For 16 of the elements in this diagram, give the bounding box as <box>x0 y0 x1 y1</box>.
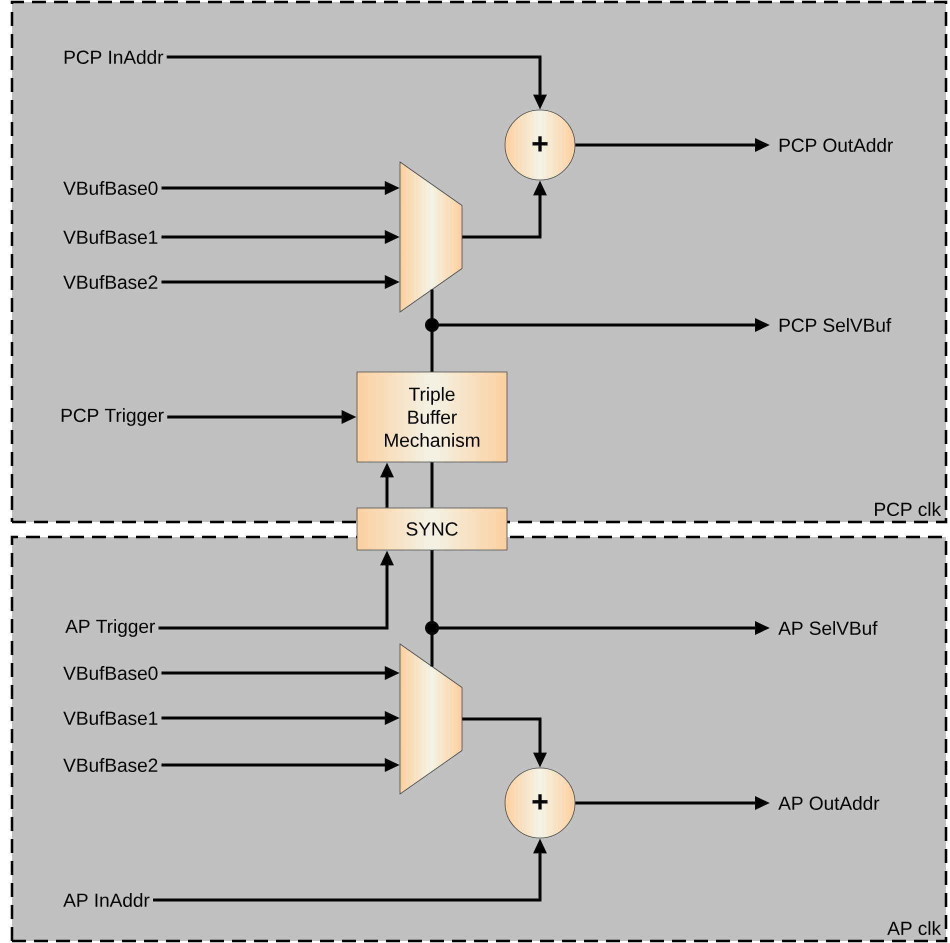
process-box: Triple Buffer Mechanism <box>356 372 508 462</box>
signal-label: VBufBase2 <box>63 275 158 289</box>
signal-label: VBufBase0 <box>63 666 158 680</box>
signal-label: AP SelVBuf <box>778 621 878 635</box>
signal-label: AP OutAddr <box>778 796 880 810</box>
signal-label: AP InAddr <box>63 893 150 907</box>
signal-label: PCP InAddr <box>64 50 164 64</box>
signal-label: VBufBase1 <box>63 711 158 725</box>
signal-label: PCP OutAddr <box>780 138 893 152</box>
signal-label: PCP Trigger <box>62 408 164 426</box>
signal-label: VBufBase2 <box>63 758 158 772</box>
signal-label: AP Trigger <box>65 619 155 637</box>
signal-label: PCP SelVBuf <box>780 318 892 332</box>
process-box: SYNC <box>356 508 508 550</box>
signal-label: VBufBase1 <box>63 230 158 244</box>
signal-label: VBufBase0 <box>63 181 158 195</box>
